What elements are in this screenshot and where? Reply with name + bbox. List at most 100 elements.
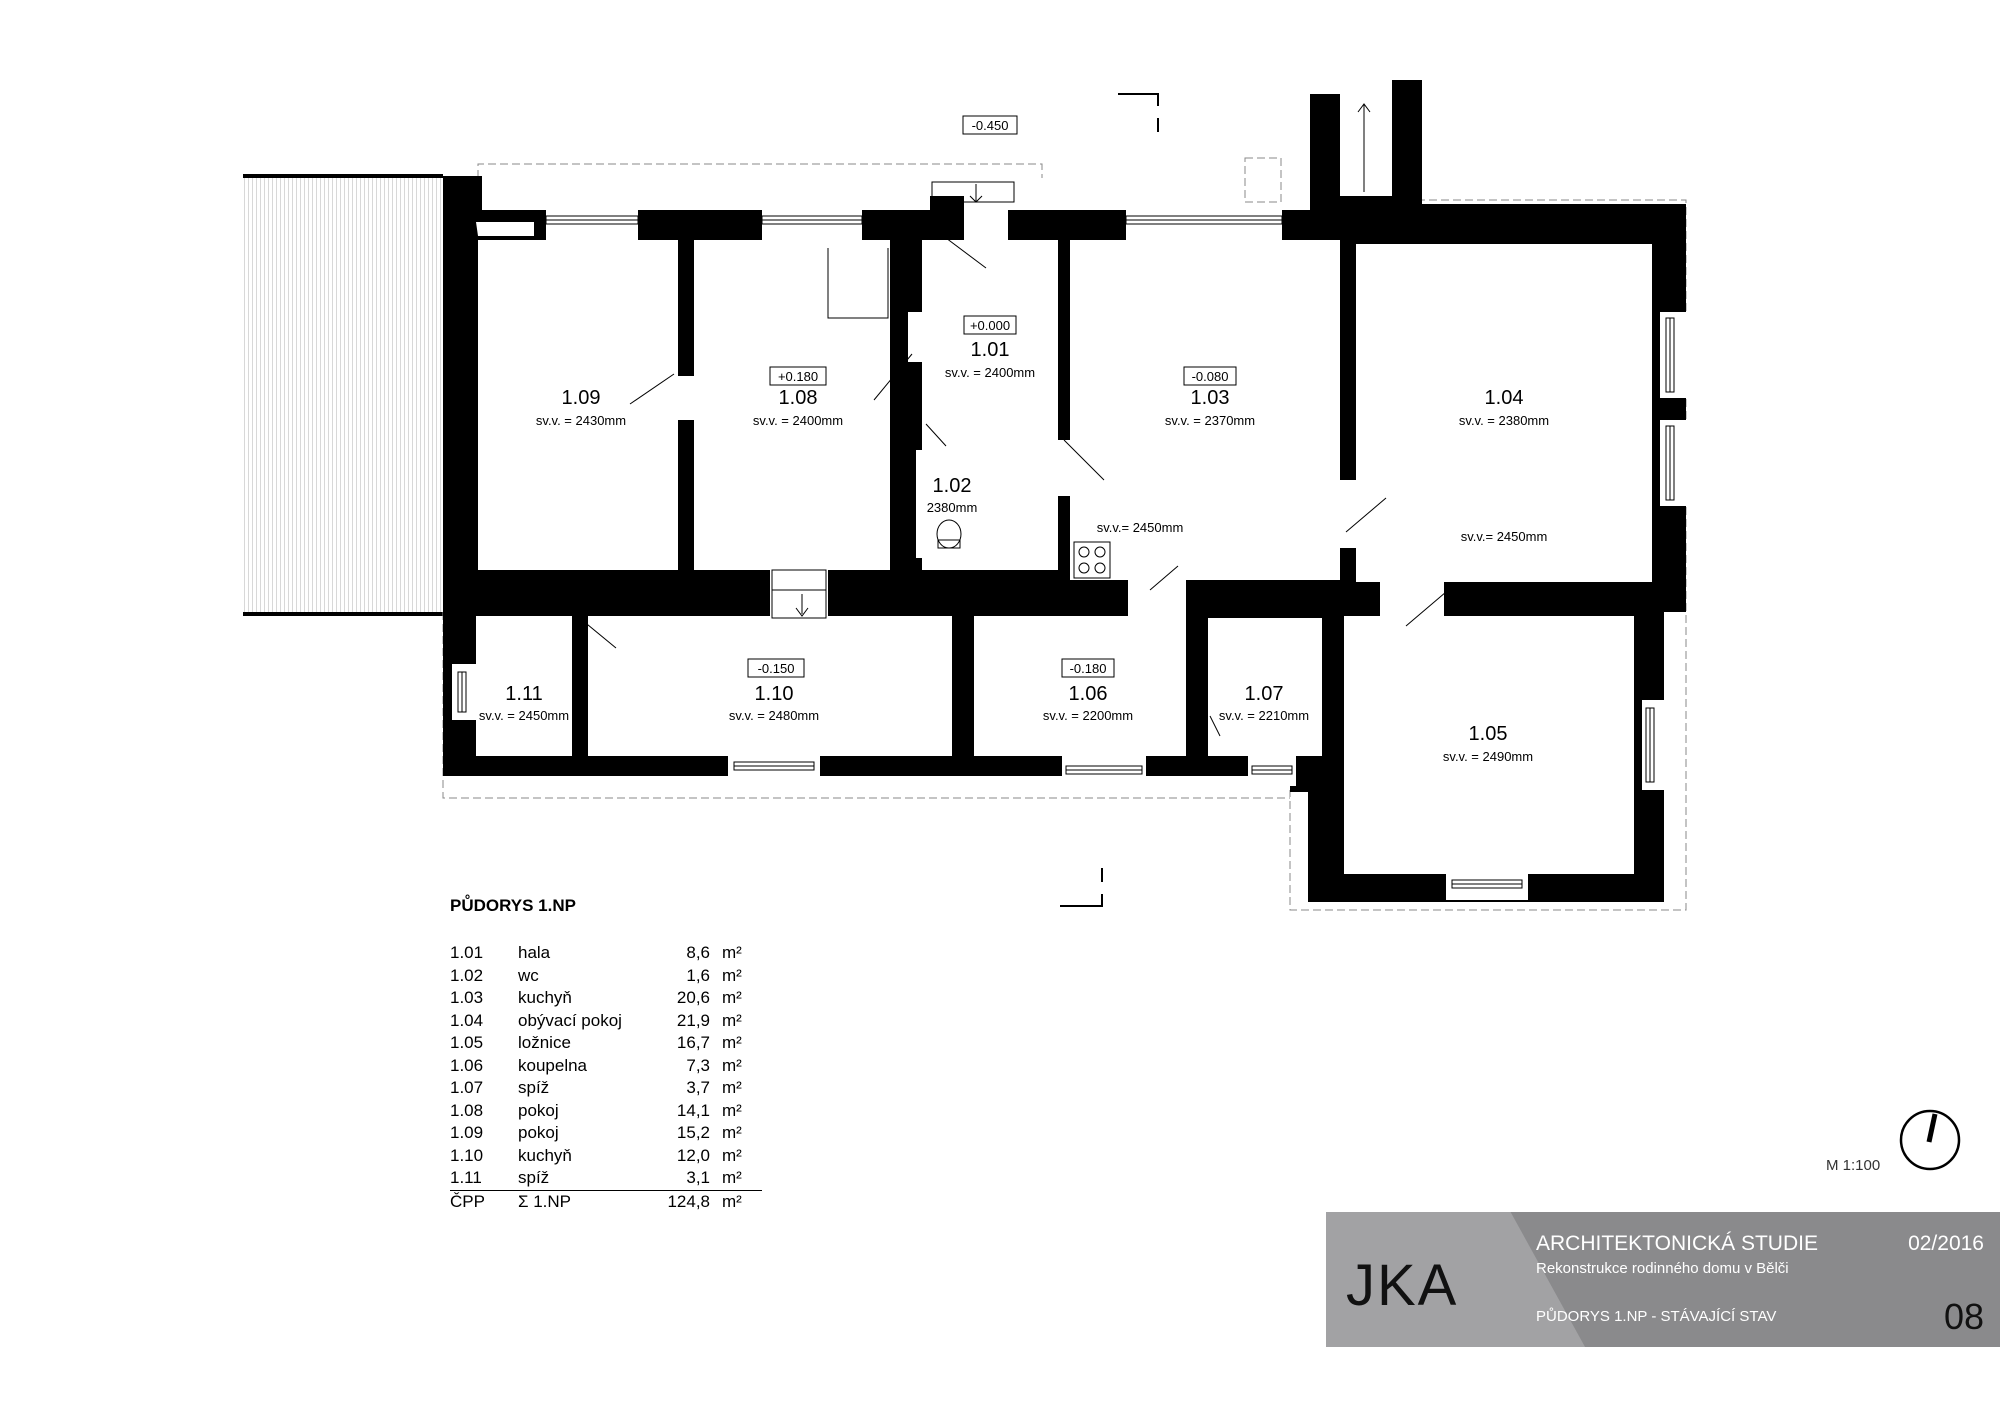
legend-unit: m² — [722, 1055, 742, 1075]
project-type: ARCHITEKTONICKÁ STUDIE — [1536, 1232, 1818, 1255]
scale-label: M 1:100 — [1826, 1157, 1881, 1174]
room-voids — [452, 98, 1692, 900]
legend-area: 7,3 — [686, 1055, 710, 1075]
legend-code: ČPP — [450, 1189, 518, 1213]
legend-name: kuchyň — [518, 1145, 572, 1165]
room-111-height: sv.v. = 2450mm — [479, 708, 569, 723]
room-101-height: sv.v. = 2400mm — [945, 365, 1035, 380]
legend-area: 15,2 — [676, 1123, 710, 1142]
room-105-id: 1.05 — [1469, 723, 1508, 745]
stairs — [771, 103, 1371, 619]
legend-area: 12,0 — [676, 1145, 710, 1165]
legend-code: 1.06 — [450, 1055, 484, 1075]
level-room-106: -0.180 — [1070, 661, 1107, 676]
legend-name: wc — [518, 965, 539, 985]
legend-unit: m² — [722, 1010, 742, 1030]
sheet-title: PŮDORYS 1.NP - STÁVAJÍCÍ STAV — [1536, 1308, 1777, 1325]
legend-area: 1,6 — [686, 965, 710, 985]
section-markers — [1060, 93, 1159, 907]
legend-code: 1.05 — [450, 1033, 484, 1052]
legend-area: 14,1 — [676, 1100, 710, 1120]
room-110-id: 1.10 — [755, 683, 794, 705]
legend-area: 124,8 — [648, 1189, 710, 1213]
room-104-height: sv.v. = 2380mm — [1459, 413, 1549, 428]
legend-row: 1.01 hala 8,6 m² — [450, 942, 762, 965]
legend-name: Σ 1.NP — [518, 1189, 648, 1213]
studio-logo: JKA — [1346, 1253, 1459, 1318]
toilet-icon — [936, 519, 962, 549]
room-103-height: sv.v. = 2370mm — [1165, 413, 1255, 428]
room-108-height: sv.v. = 2400mm — [753, 413, 843, 428]
room-106-height: sv.v. = 2200mm — [1043, 708, 1133, 723]
windows — [457, 215, 1675, 889]
legend-code: 1.08 — [450, 1100, 484, 1120]
legend-unit: m² — [722, 1078, 742, 1097]
legend-unit: m² — [710, 1189, 762, 1213]
legend-unit: m² — [722, 943, 742, 962]
legend-area: 20,6 — [676, 988, 710, 1007]
cooktop — [1073, 541, 1111, 579]
legend-row: 1.04 obývací pokoj 21,9 m² — [450, 1010, 762, 1033]
legend-name: koupelna — [518, 1055, 588, 1075]
room-108-id: 1.08 — [779, 387, 818, 409]
room-109-height: sv.v. = 2430mm — [536, 413, 626, 428]
title-block-panel — [1510, 1212, 2000, 1347]
room-111-id: 1.11 — [505, 683, 542, 705]
room-102-id: 1.02 — [933, 475, 972, 497]
neighbour-building — [243, 174, 443, 616]
legend-unit: m² — [722, 1033, 742, 1052]
room-102-height: 2380mm — [927, 500, 978, 515]
legend-name: hala — [518, 943, 551, 962]
area-table: 1.01 hala 8,6 m² 1.02 wc 1,6 m² 1.03 kuchyň 20,6 m²… — [450, 942, 762, 1213]
drawing-date: 02/2016 — [1908, 1232, 1984, 1255]
door-swings — [581, 225, 1447, 737]
room-103-height-b: sv.v.= 2450mm — [1097, 520, 1184, 535]
room-105-height: sv.v. = 2490mm — [1443, 749, 1533, 764]
room-104-height-b: sv.v.= 2450mm — [1461, 529, 1548, 544]
project-name: Rekonstrukce rodinného domu v Bělči — [1536, 1260, 1789, 1277]
north-arrow-icon — [1899, 1109, 1961, 1171]
legend-code: 1.09 — [450, 1123, 484, 1142]
level-room-108: +0.180 — [778, 369, 818, 384]
room-107-height: sv.v. = 2210mm — [1219, 708, 1309, 723]
room-104-id: 1.04 — [1485, 387, 1524, 409]
sheet-number: 08 — [1943, 1296, 1984, 1337]
room-110-height: sv.v. = 2480mm — [729, 708, 819, 723]
legend-code: 1.04 — [450, 1010, 484, 1030]
legend-title: PŮDORYS 1.NP — [450, 896, 576, 915]
legend-unit: m² — [722, 1145, 742, 1165]
legend-name: obývací pokoj — [518, 1010, 622, 1030]
room-109-id: 1.09 — [562, 387, 601, 409]
room-labels: 1.09 sv.v. = 2430mm 1.08 sv.v. = 2400mm … — [479, 339, 1549, 764]
legend-area: 3,7 — [686, 1078, 710, 1097]
legend-unit: m² — [722, 1168, 742, 1187]
legend-name: spíž — [518, 1168, 550, 1187]
legend-unit: m² — [722, 1100, 742, 1120]
legend-code: 1.02 — [450, 965, 484, 985]
legend-area: 8,6 — [686, 943, 710, 962]
legend-unit: m² — [722, 1123, 742, 1142]
legend-unit: m² — [722, 988, 742, 1007]
legend-row: 1.08 pokoj 14,1 m² — [450, 1100, 762, 1123]
legend-code: 1.07 — [450, 1078, 484, 1097]
legend-code: 1.10 — [450, 1145, 484, 1165]
legend-code: 1.03 — [450, 988, 484, 1007]
legend-name: kuchyň — [518, 988, 572, 1007]
level-entrance: -0.450 — [972, 118, 1009, 133]
legend-area: 21,9 — [676, 1010, 710, 1030]
room-107-id: 1.07 — [1245, 683, 1284, 705]
title-block: JKA ARCHITEKTONICKÁ STUDIE Rekonstrukce … — [1326, 1212, 2000, 1347]
legend-area: 16,7 — [676, 1033, 710, 1052]
legend-name: ložnice — [518, 1033, 571, 1052]
legend-name: pokoj — [518, 1100, 559, 1120]
level-room-103: -0.080 — [1192, 369, 1229, 384]
legend-code: 1.01 — [450, 943, 484, 962]
level-hall: +0.000 — [970, 318, 1010, 333]
level-room-110: -0.150 — [758, 661, 795, 676]
